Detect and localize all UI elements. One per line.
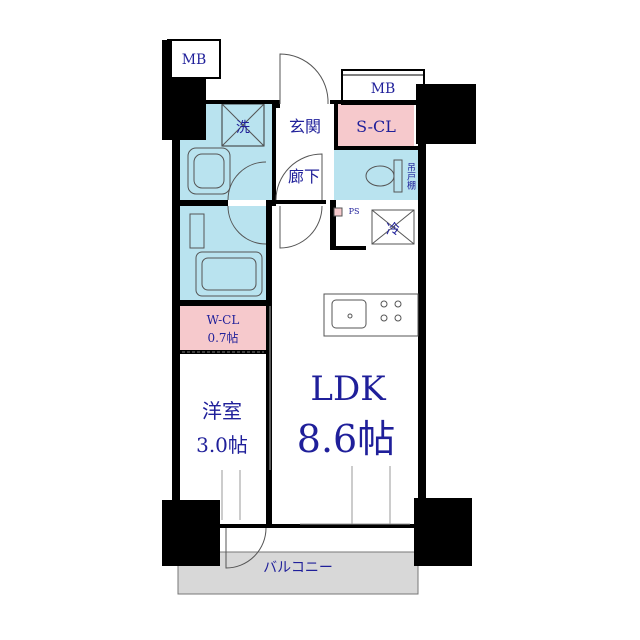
wcl-size: 0.7帖 <box>207 330 238 345</box>
mb-left-box <box>167 39 221 79</box>
ldk-name: LDK <box>310 369 386 409</box>
column-bottom-left <box>162 500 220 566</box>
scl-area <box>338 104 414 148</box>
column-bottom-right <box>414 498 472 566</box>
ps-box <box>333 207 343 217</box>
fridge-label: 冷 <box>386 222 400 238</box>
column-top-left <box>162 78 206 140</box>
balcony-label: バルコニー <box>263 560 333 576</box>
wcl-area <box>180 306 266 352</box>
ldk-size: 8.6帖 <box>297 417 395 461</box>
washbasin <box>187 147 231 195</box>
wcl-name: W-CL <box>207 313 240 327</box>
mb-left-label: MB <box>182 52 207 68</box>
hall-door <box>279 205 323 249</box>
toilet-door <box>275 153 323 201</box>
stove-burner <box>380 300 388 308</box>
entrance-label: 玄関 <box>289 117 321 136</box>
sink <box>331 299 367 329</box>
kitchen-counter <box>323 293 419 337</box>
washer-label: 洗 <box>236 120 250 136</box>
shelf-label: 吊戸棚 <box>405 162 416 190</box>
ps-label: PS <box>349 207 360 216</box>
bath-door <box>227 205 267 245</box>
toilet-area <box>334 150 420 200</box>
column-top-right <box>416 84 476 144</box>
mb-right-label: MB <box>371 81 396 97</box>
western-room-size: 3.0帖 <box>196 433 248 457</box>
western-room-name: 洋室 <box>202 399 242 423</box>
hallway-label: 廊下 <box>288 167 320 186</box>
balcony-door-left <box>225 527 267 569</box>
bathtub <box>195 251 263 297</box>
washroom-door <box>227 161 267 201</box>
bathroom-area <box>180 206 266 302</box>
scl-label: S-CL <box>356 117 396 136</box>
entrance-door <box>279 53 329 105</box>
